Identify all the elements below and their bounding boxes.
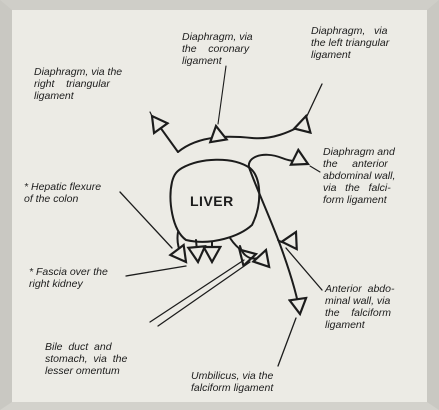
leader-falciform-diaphragm (310, 166, 320, 172)
superior-arc (178, 124, 304, 152)
label-hepatic-flexure: * Hepatic flexure of the colon (24, 181, 101, 205)
leader-left-triangular (306, 84, 322, 118)
arrow-right-triangular (152, 116, 178, 152)
label-left-triangular: Diaphragm, via the left triangular ligam… (311, 25, 389, 61)
arrow-kidney-a (196, 240, 198, 262)
leader-hepatic-flexure (120, 192, 172, 248)
label-fascia-kidney: * Fascia over the right kidney (29, 266, 108, 290)
falciform-descending (250, 170, 300, 314)
leader-anterior-wall (286, 248, 322, 290)
leader-bile-duct-2 (158, 262, 250, 326)
label-falciform-diaphragm: Diaphragm and the anterior abdominal wal… (323, 146, 395, 206)
label-bile-duct: Bile duct and stomach, via the lesser om… (45, 341, 127, 377)
falciform-loop (249, 155, 308, 170)
label-right-triangular: Diaphragm, via the right triangular liga… (34, 66, 122, 102)
label-anterior-wall: Anterior abdo- minal wall, via the falci… (325, 283, 394, 331)
anterior-wall-branch (278, 232, 296, 242)
leader-umbilicus (278, 318, 296, 366)
leader-coronary (218, 66, 226, 124)
label-umbilicus: Umbilicus, via the falciform ligament (191, 370, 273, 394)
label-coronary: Diaphragm, via the coronary ligament (182, 31, 253, 67)
leader-right-triangular (150, 112, 152, 116)
leader-kidney (126, 266, 186, 276)
arrow-coronary (216, 126, 218, 138)
liver-label: LIVER (190, 193, 234, 209)
